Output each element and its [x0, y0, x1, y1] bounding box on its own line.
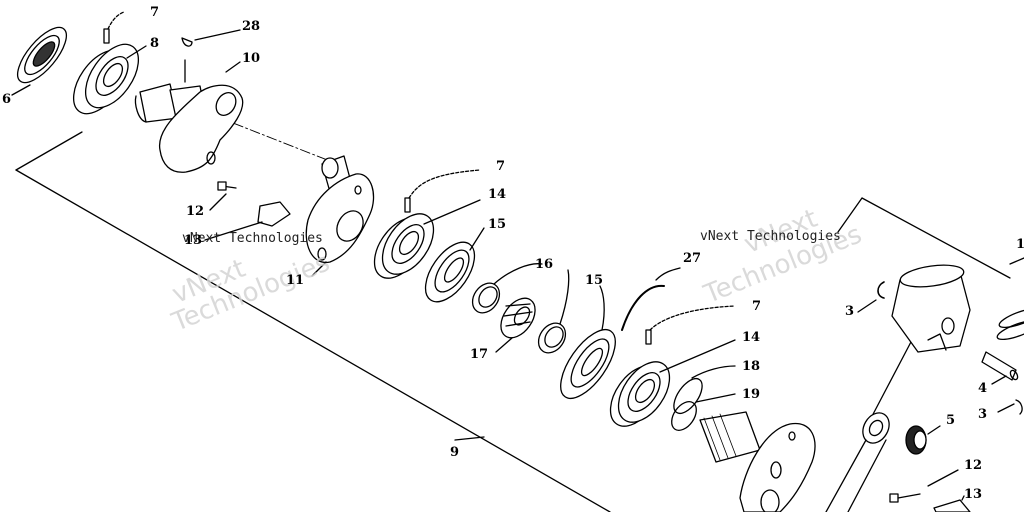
piston-rings [996, 307, 1024, 341]
callout-12: 12 [964, 458, 983, 473]
callout-16: 16 [535, 257, 554, 272]
part-15-seal-right [560, 285, 616, 400]
part-27-circlip [621, 267, 681, 331]
callout-10: 10 [242, 51, 261, 66]
callout-9: 9 [450, 445, 460, 460]
connecting-rod [825, 412, 890, 512]
callout-14: 14 [488, 187, 507, 202]
callout-17: 17 [470, 347, 489, 362]
callout-15: 15 [488, 217, 507, 232]
piston-group-bracket [837, 197, 1011, 421]
part-17-worm-gear [495, 297, 536, 353]
part-14-ball-bearing-right [609, 339, 736, 427]
callout-18: 18 [742, 359, 761, 374]
watermark-small-right: vNext Technologies [700, 229, 841, 244]
item-1-leader [1009, 257, 1024, 265]
part-28-woodruff-key [181, 29, 241, 47]
callout-13: 13 [964, 487, 983, 502]
callout-8: 8 [150, 36, 160, 51]
part-16-ring-a [471, 263, 543, 314]
part-8-ball-bearing [72, 43, 147, 115]
crankshaft-output-end [699, 411, 816, 512]
callout-4: 4 [978, 381, 988, 396]
callout-19: 19 [742, 387, 761, 402]
part-14-ball-bearing-mid [373, 199, 481, 279]
part-18-o-ring [673, 365, 736, 415]
part-10-crank-half [134, 59, 244, 173]
callout-27: 27 [683, 251, 702, 266]
part-5-needle-bearing [905, 425, 941, 455]
piston [891, 264, 971, 353]
callout-15: 15 [585, 273, 604, 288]
callout-12: 12 [186, 204, 205, 219]
part-19-o-ring [671, 393, 736, 431]
part-3-circlip-right [997, 399, 1023, 415]
part-13-balance-weight-right [933, 495, 971, 512]
callout-6: 6 [2, 92, 12, 107]
item-9-bracket [15, 131, 611, 512]
callout-3: 3 [845, 304, 855, 319]
part-3-circlip-left [857, 281, 885, 313]
part-15-seal-mid [424, 227, 485, 303]
callout-7: 7 [150, 5, 160, 20]
callout-1: 1 [1016, 237, 1024, 252]
part-11-crank-half [305, 155, 375, 277]
part-16-ring-b [537, 269, 570, 354]
part-12-screw-right [889, 469, 959, 503]
part-7-dowel-pin-right [645, 305, 736, 345]
watermark-small-left: vNext Technologies [182, 231, 323, 246]
part-7-dowel-pin-top [103, 11, 125, 44]
callout-11: 11 [286, 273, 305, 288]
part-13-balance-weight-left [204, 201, 291, 241]
callout-13: 13 [184, 233, 203, 248]
part-7-dowel-pin-mid [404, 169, 481, 213]
callout-28: 28 [242, 19, 261, 34]
part-4-wrist-pin [981, 351, 1019, 385]
callout-7: 7 [752, 299, 762, 314]
part-6-oil-seal [11, 26, 67, 96]
callout-5: 5 [946, 413, 956, 428]
callout-7: 7 [496, 159, 506, 174]
part-12-screw-left [209, 181, 237, 211]
callout-14: 14 [742, 330, 761, 345]
callout-3: 3 [978, 407, 988, 422]
